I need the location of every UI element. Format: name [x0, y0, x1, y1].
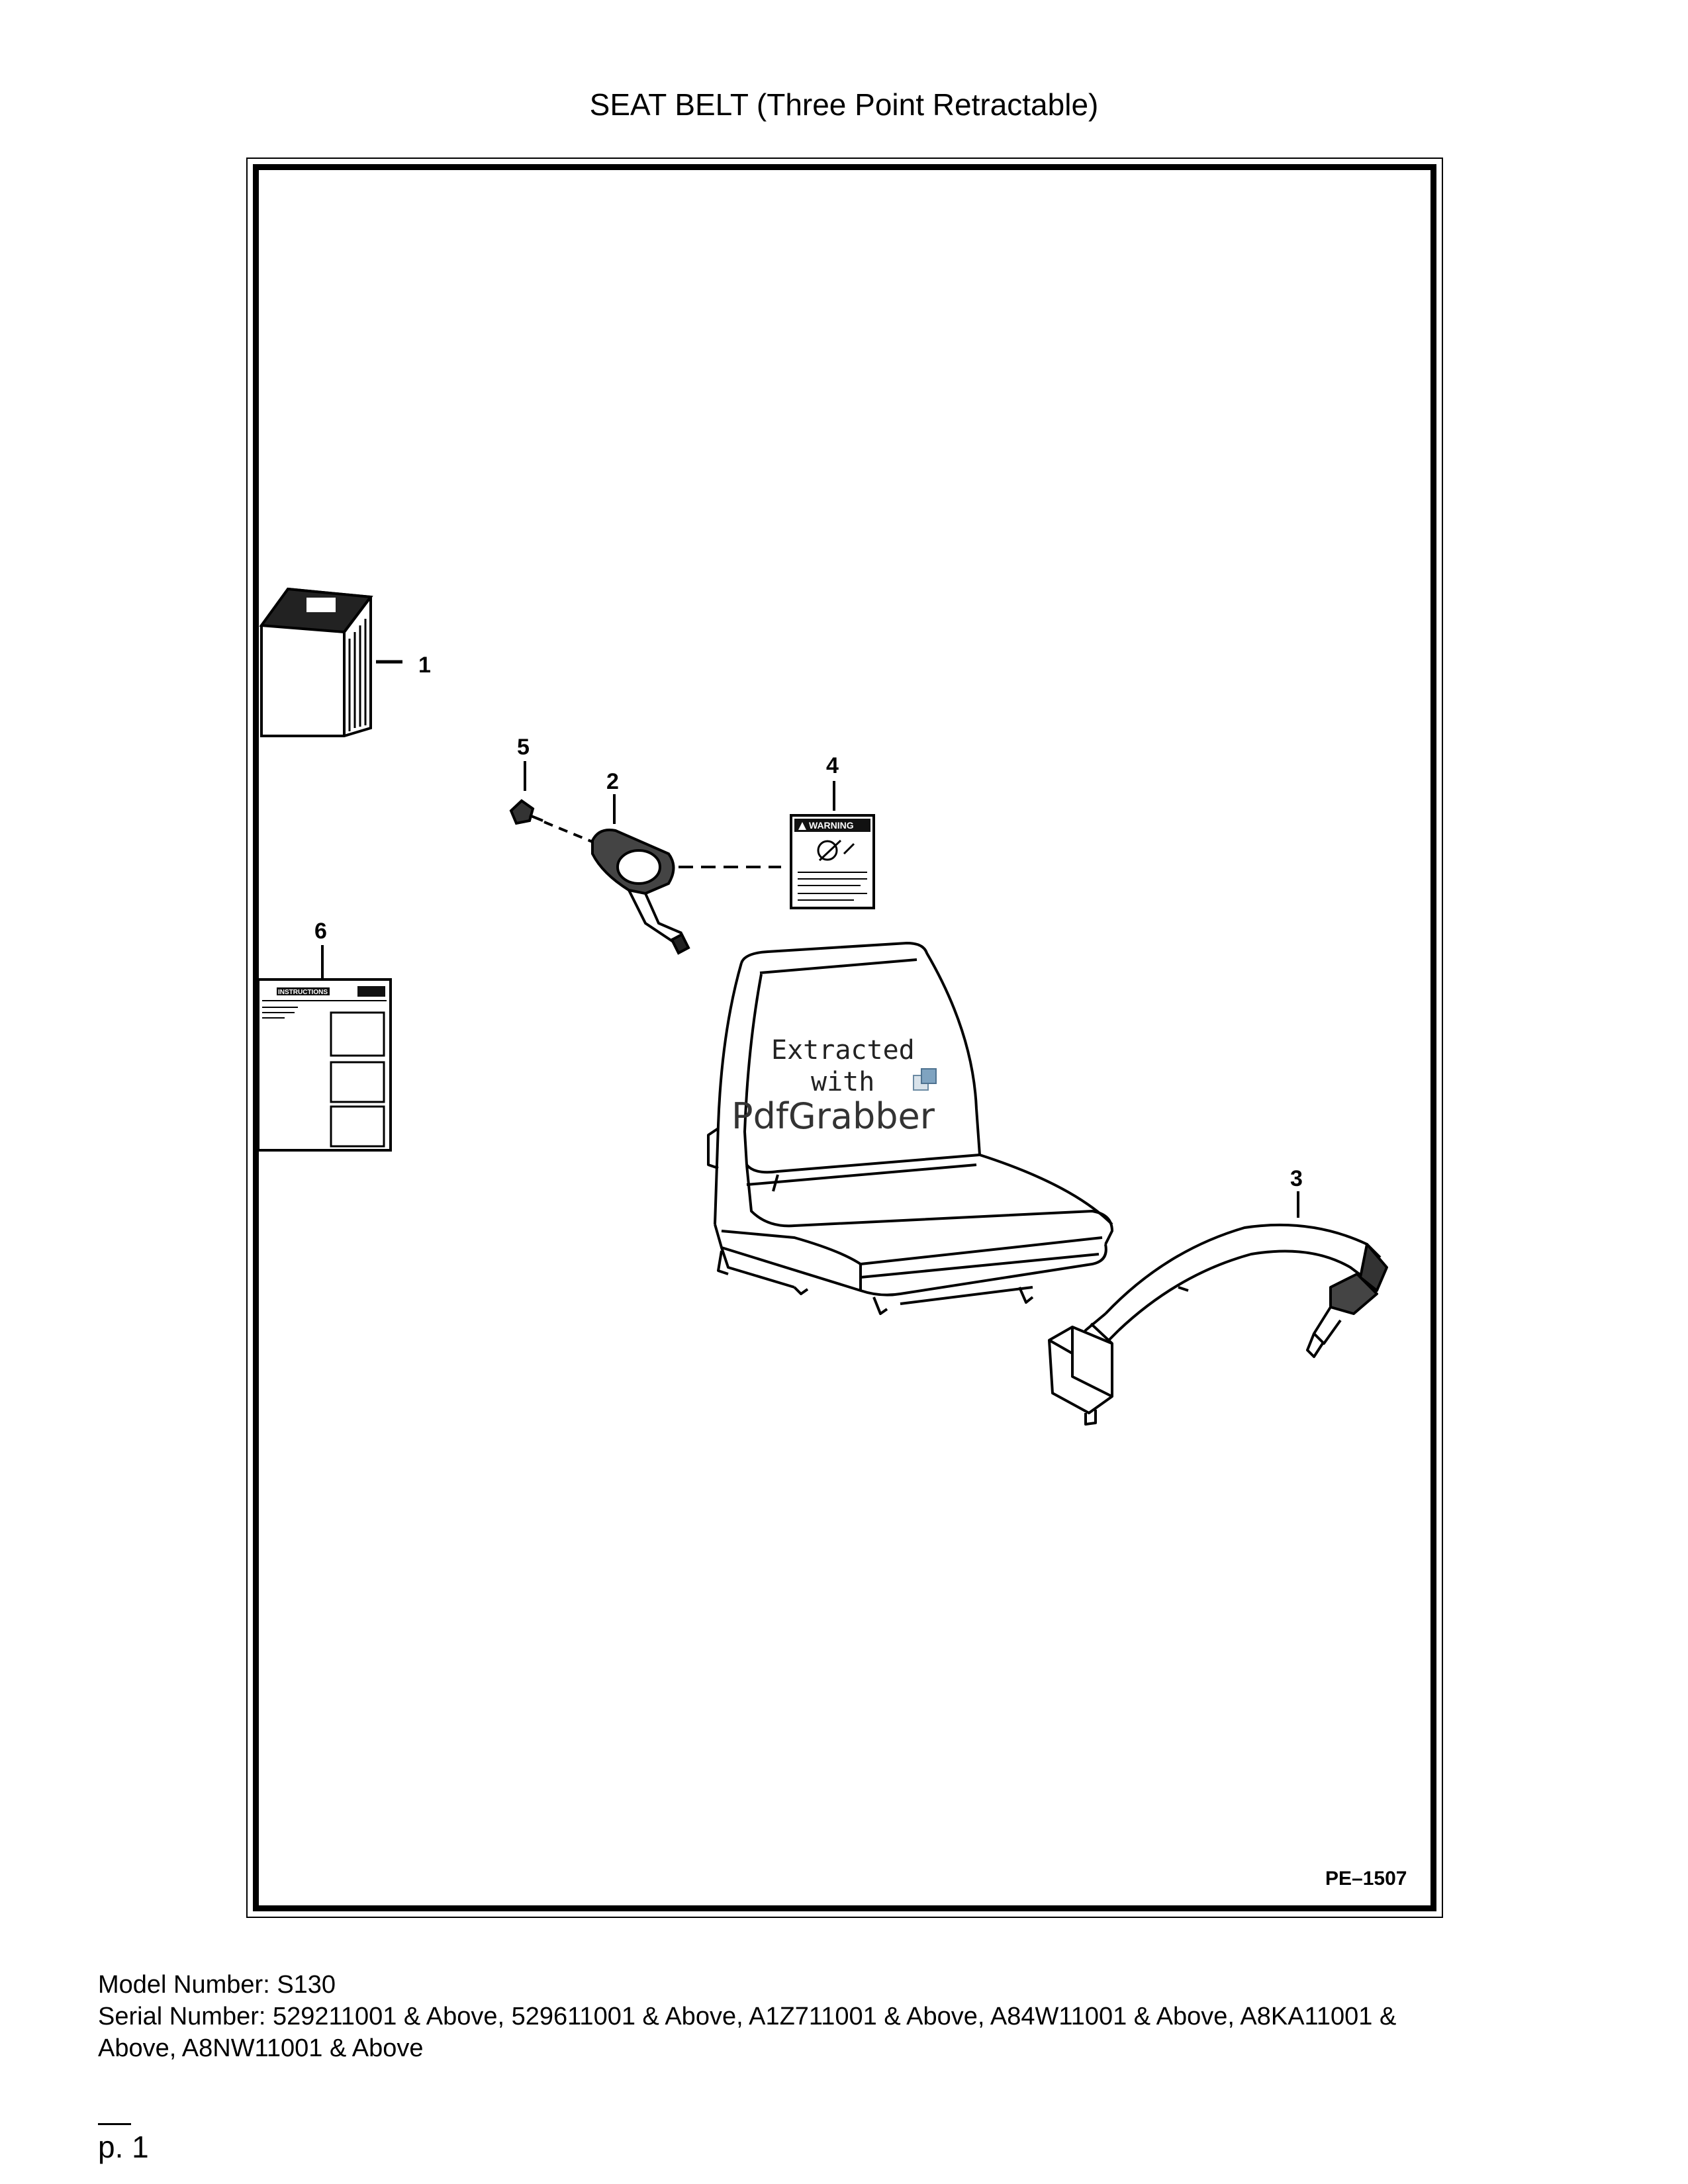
watermark-brand: PdfGrabber	[731, 1095, 935, 1137]
page-title: SEAT BELT (Three Point Retractable)	[589, 87, 1099, 122]
watermark-line-1: Extracted	[771, 1035, 915, 1066]
serial-number-line-2: Above, A8NW11001 & Above	[98, 2034, 424, 2062]
warning-label-heading: WARNING	[809, 820, 854, 831]
callout-2: 2	[606, 769, 619, 794]
dashed-line-bolt-to-retractor	[543, 821, 593, 843]
part-6-instruction-sheet: INSTRUCTIONS	[257, 978, 392, 1152]
callout-6: 6	[314, 919, 327, 944]
seat-illustration	[707, 942, 1113, 1315]
watermark-line-2: with	[811, 1067, 874, 1097]
part-3-seat-belt	[1048, 1223, 1388, 1426]
callout-5: 5	[517, 735, 530, 760]
page-number-rule	[98, 2123, 131, 2125]
pdfgrabber-watermark: Extracted with PdfGrabber	[731, 1035, 937, 1137]
figure-code: PE–1507	[1325, 1868, 1407, 1889]
figure-frame-inner-border	[253, 164, 1436, 1911]
callout-4: 4	[826, 753, 839, 778]
figure-frame	[246, 158, 1443, 1918]
callout-1: 1	[418, 653, 431, 678]
instruction-sheet-heading: INSTRUCTIONS	[278, 989, 328, 996]
callout-3: 3	[1290, 1166, 1303, 1191]
part-2-retractor	[591, 829, 690, 955]
page-number: p. 1	[98, 2130, 149, 2164]
part-5-bolt	[509, 799, 543, 825]
part-4-warning-label: WARNING	[790, 814, 875, 909]
part-1-manual-box	[259, 587, 373, 737]
model-number: Model Number: S130	[98, 1971, 336, 1999]
serial-number-line-1: Serial Number: 529211001 & Above, 529611…	[98, 2003, 1397, 2030]
footer-info: Model Number: S130 Serial Number: 529211…	[98, 1969, 1594, 2064]
